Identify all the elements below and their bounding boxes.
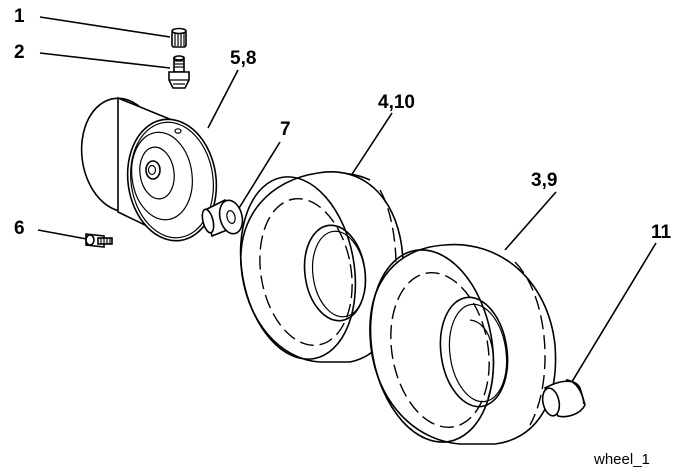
callout-3-9: 3,9: [531, 170, 557, 191]
tire-part-3-9: [369, 243, 557, 445]
grease-fitting-part: [85, 233, 113, 248]
valve-cap-part: [171, 27, 187, 48]
callout-1: 1: [14, 6, 25, 27]
callout-6: 6: [14, 218, 25, 239]
callout-5-8: 5,8: [230, 48, 256, 69]
callout-2: 2: [14, 42, 25, 63]
diagram-caption: wheel_1: [593, 451, 650, 468]
callout-7: 7: [280, 119, 291, 140]
callout-11: 11: [651, 222, 672, 243]
wheel-rim-part: [80, 96, 218, 242]
leader-lines: [37, 16, 657, 386]
tire-part-4-10: [239, 171, 404, 363]
valve-stem-part: [168, 55, 190, 89]
wheel-cap-part: [541, 378, 586, 418]
callout-4-10: 4,10: [378, 92, 415, 113]
callout-labels: 1 2 5,8 7 4,10 3,9 6 11: [14, 6, 672, 243]
flanged-bushing-part: [201, 198, 244, 238]
